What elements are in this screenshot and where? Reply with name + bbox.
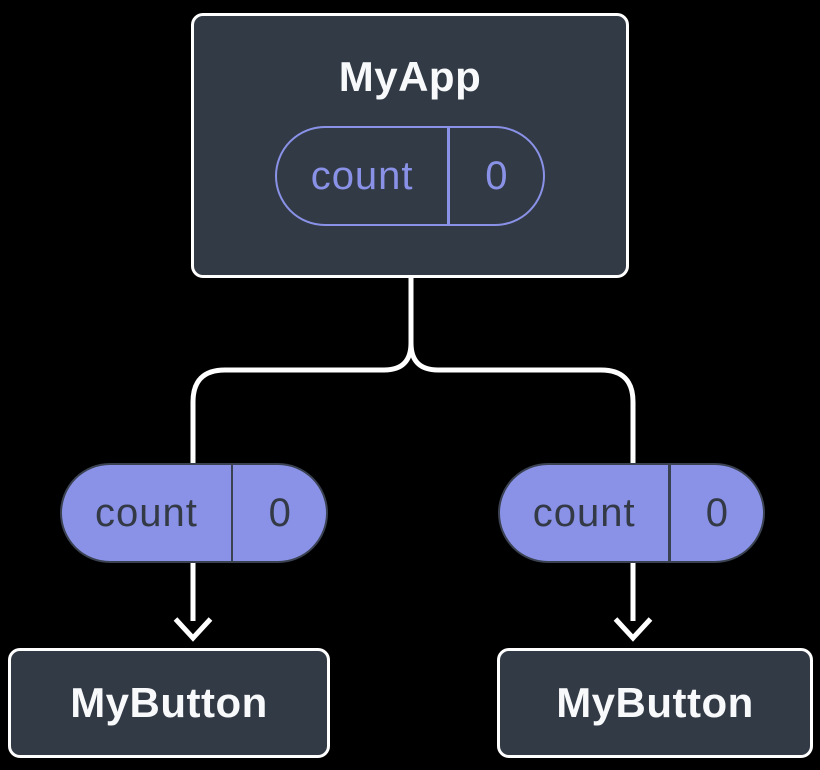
myapp-node: MyApp count 0 (191, 13, 629, 278)
pill-divider (668, 465, 671, 561)
prop-name: count (532, 491, 636, 535)
right-arrowhead-icon (613, 617, 653, 642)
pill-divider (447, 128, 450, 224)
fork-connector-right (408, 276, 636, 468)
pill-divider (230, 465, 234, 561)
state-value: 0 (485, 154, 508, 198)
prop-value: 0 (268, 491, 291, 535)
root-state-pill: count 0 (275, 126, 545, 226)
left-arrowhead-icon (173, 617, 213, 642)
right-prop-pill: count 0 (498, 463, 765, 563)
mybutton-node-left: MyButton (8, 648, 330, 758)
state-name: count (310, 154, 414, 198)
mybutton-node-right: MyButton (497, 648, 813, 758)
fork-connector-left (190, 276, 414, 468)
prop-name: count (95, 491, 198, 535)
myapp-title: MyApp (338, 53, 482, 100)
left-prop-pill: count 0 (60, 463, 328, 563)
mybutton-title: MyButton (70, 679, 268, 726)
mybutton-title: MyButton (556, 679, 754, 726)
prop-value: 0 (705, 491, 729, 535)
